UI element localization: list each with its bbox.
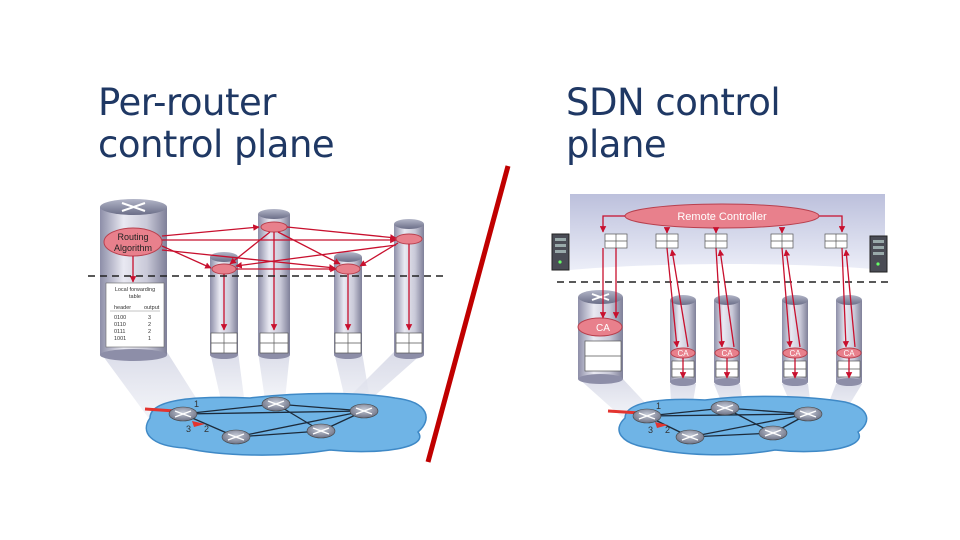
install-arrows bbox=[129, 232, 413, 331]
port-label: 1 bbox=[656, 401, 661, 411]
control-arrows bbox=[161, 224, 399, 273]
network-router bbox=[168, 406, 198, 422]
table-header: header bbox=[114, 305, 131, 311]
table-cell: 1001 bbox=[114, 336, 126, 342]
forwarding-table bbox=[584, 340, 622, 372]
network-router bbox=[261, 396, 291, 412]
table-cell: 0111 bbox=[114, 329, 125, 335]
table-title-line1: Local forwarding bbox=[115, 287, 155, 293]
title-line-1: Per-router bbox=[98, 81, 276, 124]
title-line-2: control plane bbox=[98, 123, 335, 166]
per-router-diagram: 1 2 3 bbox=[88, 199, 445, 456]
sdn-diagram: Remote Controller bbox=[551, 194, 888, 456]
packet-out-arrow bbox=[655, 422, 668, 428]
sdn-upward-arrows bbox=[669, 249, 856, 348]
table-cell: 1 bbox=[148, 336, 151, 342]
control-agent: CA bbox=[670, 347, 696, 359]
router-beam bbox=[210, 352, 245, 405]
control-agent: CA bbox=[714, 347, 740, 359]
table-cell: 2 bbox=[148, 322, 151, 328]
port-label: 2 bbox=[204, 424, 209, 434]
packet-out-arrow bbox=[192, 421, 205, 427]
small-forwarding-tables bbox=[210, 332, 423, 354]
router-icon bbox=[591, 293, 610, 301]
network-router bbox=[793, 406, 823, 422]
routing-label-line2: Algorithm bbox=[114, 243, 152, 253]
network-router bbox=[221, 429, 251, 445]
server-icon bbox=[551, 233, 570, 271]
network-router bbox=[349, 403, 379, 419]
routing-algorithm-oval bbox=[211, 263, 237, 275]
server-icon bbox=[869, 235, 888, 273]
control-agent-label: CA bbox=[843, 349, 855, 358]
forwarding-table: Local forwarding table header output 010… bbox=[105, 282, 165, 348]
routing-algorithm-oval bbox=[335, 263, 361, 275]
per-router-title: Per-router control plane bbox=[98, 82, 418, 166]
control-agent: CA bbox=[836, 347, 862, 359]
routing-algorithm-oval bbox=[260, 221, 288, 233]
title-line-2: plane bbox=[566, 123, 667, 166]
control-agent-label: CA bbox=[721, 349, 733, 358]
table-header: output bbox=[144, 305, 160, 311]
small-forwarding-tables bbox=[671, 360, 861, 378]
title-line-1: SDN control bbox=[566, 81, 781, 124]
section-divider-line bbox=[425, 165, 511, 463]
sdn-control-arrows bbox=[599, 247, 853, 379]
network-router bbox=[710, 400, 740, 416]
routing-algorithm-oval bbox=[395, 233, 423, 245]
router-icon bbox=[121, 202, 146, 212]
port-label: 3 bbox=[186, 424, 191, 434]
router-beam bbox=[258, 352, 290, 400]
controller-tables bbox=[604, 233, 848, 249]
table-cell: 2 bbox=[148, 329, 151, 335]
network-router bbox=[675, 429, 705, 445]
port-label: 3 bbox=[648, 425, 653, 435]
table-cell: 0110 bbox=[114, 322, 126, 328]
packet-in-link bbox=[144, 407, 176, 413]
routing-label-line1: Routing bbox=[117, 232, 148, 242]
control-agent: CA bbox=[782, 347, 808, 359]
control-agent-label: CA bbox=[596, 323, 610, 334]
controller-arrows bbox=[599, 215, 846, 234]
table-cell: 3 bbox=[148, 315, 151, 321]
network-router bbox=[632, 408, 662, 424]
sdn-title: SDN control plane bbox=[566, 82, 886, 166]
port-label: 1 bbox=[194, 399, 199, 409]
control-agent-label: CA bbox=[677, 349, 689, 358]
network-router bbox=[306, 423, 336, 439]
table-cell: 0100 bbox=[114, 315, 126, 321]
table-title-line2: table bbox=[129, 294, 141, 300]
control-agent-label: CA bbox=[789, 349, 801, 358]
remote-controller-label: Remote Controller bbox=[677, 211, 767, 223]
network-router bbox=[758, 425, 788, 441]
port-label: 2 bbox=[665, 425, 670, 435]
